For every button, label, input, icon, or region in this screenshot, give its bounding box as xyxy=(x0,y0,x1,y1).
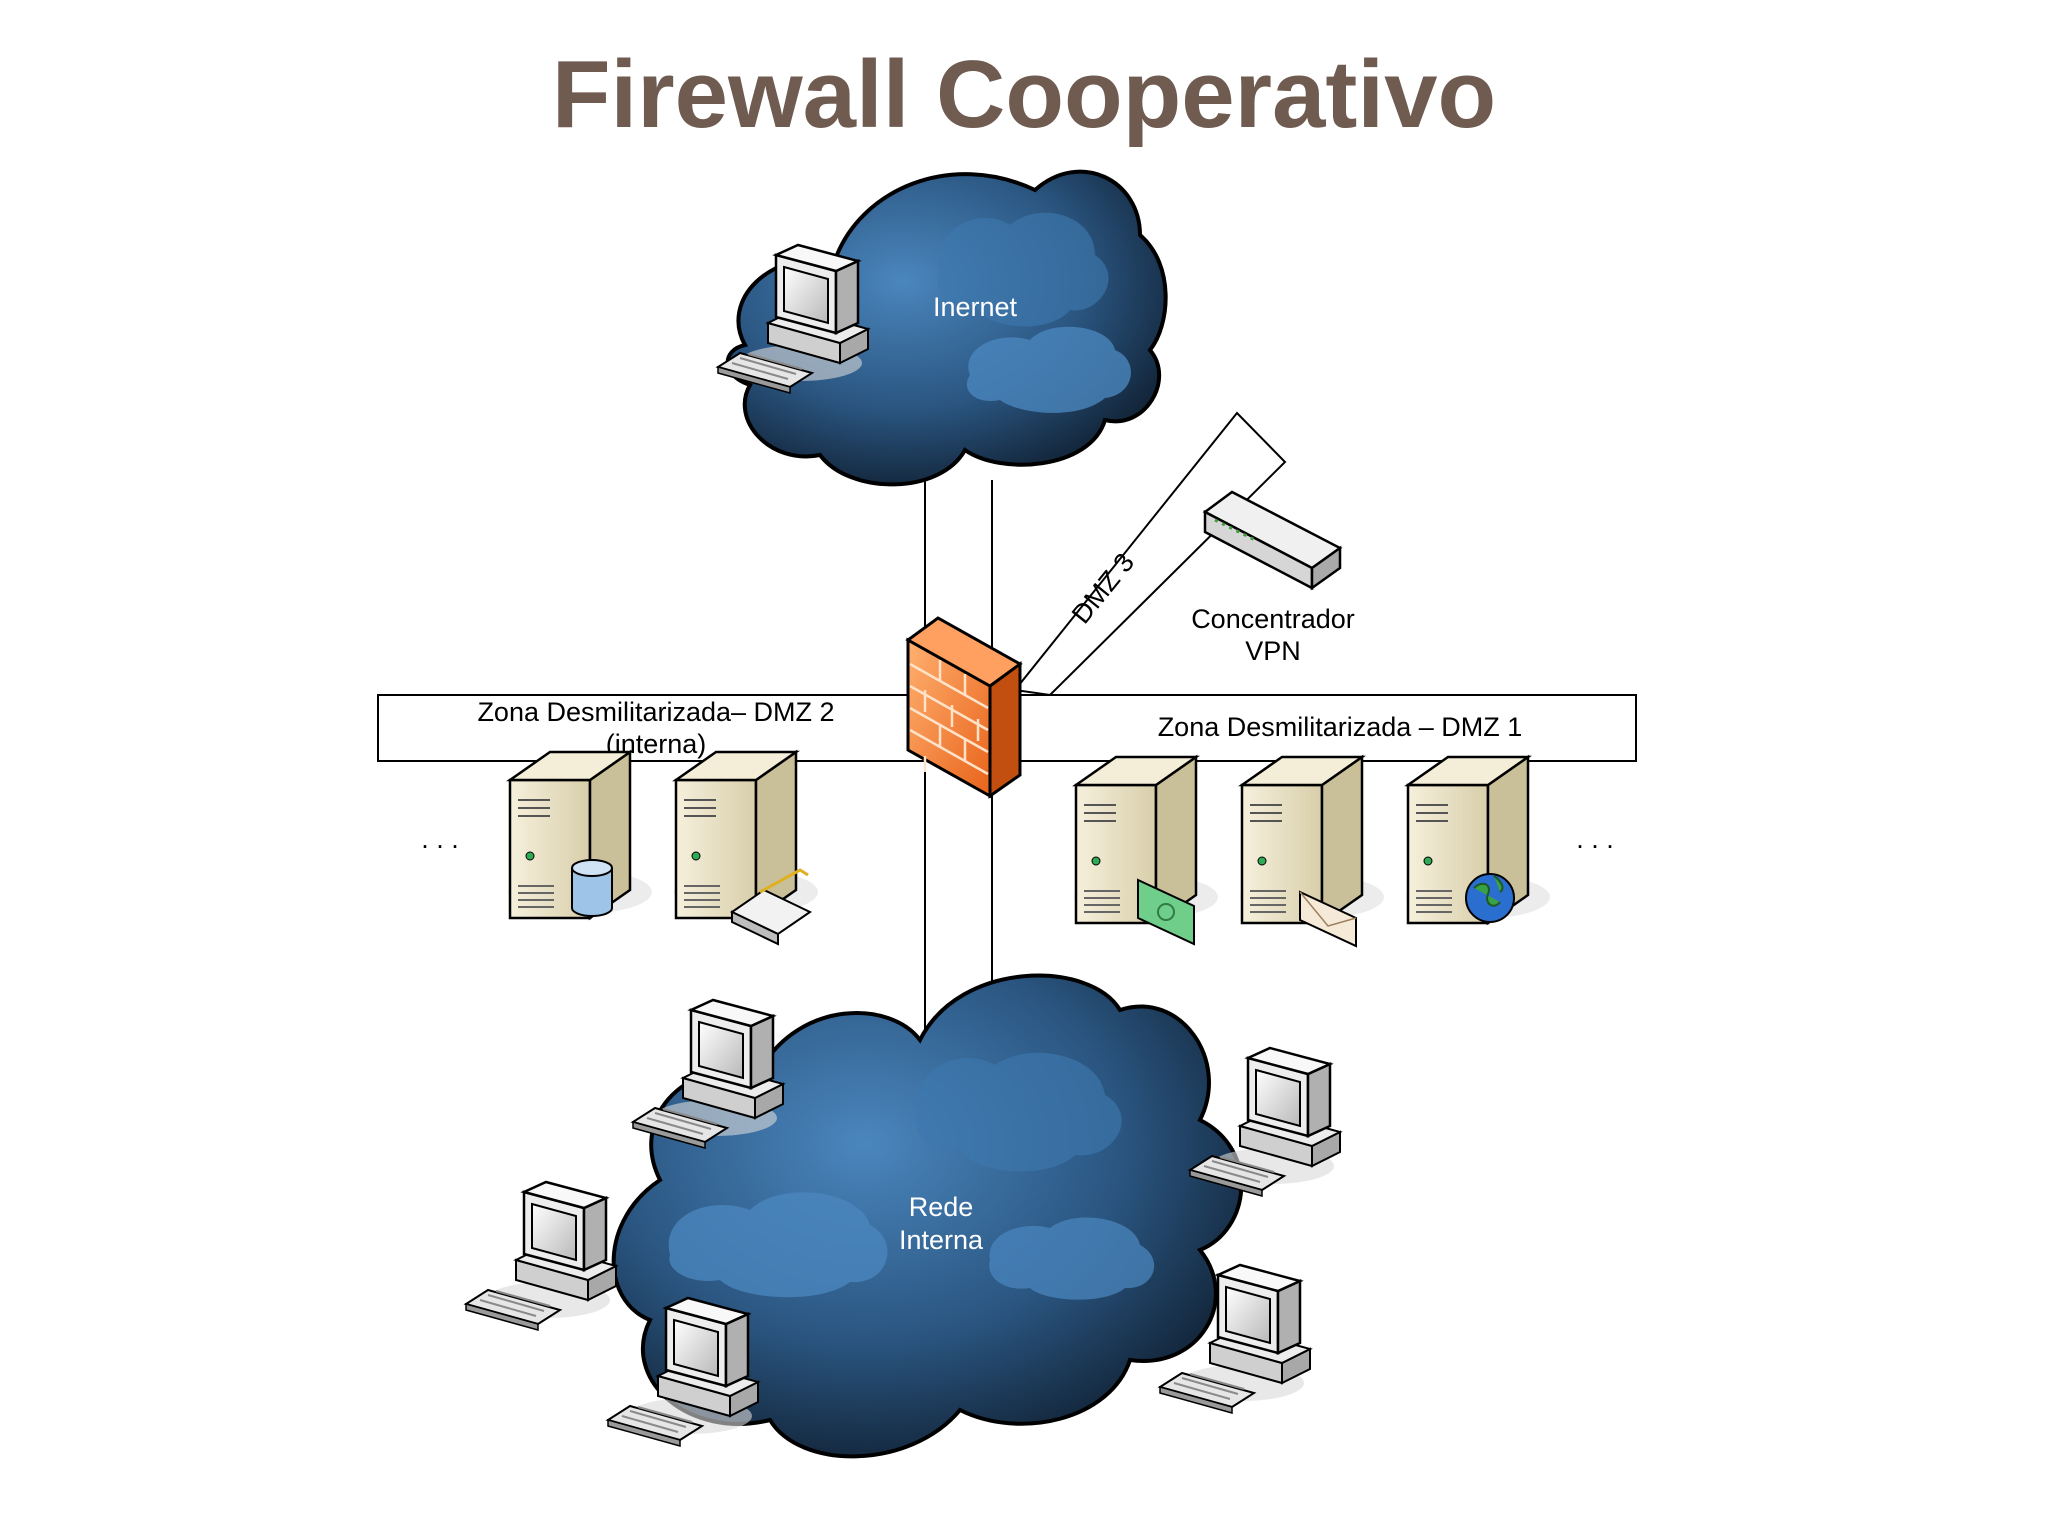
internal-workstation-icon[interactable] xyxy=(1188,1046,1342,1198)
internal-workstation-icon[interactable] xyxy=(606,1296,760,1448)
money-icon xyxy=(1137,878,1195,946)
dmz2-server-printer-icon[interactable] xyxy=(672,750,820,920)
dmz2-ellipsis: . . . xyxy=(421,824,459,854)
firewall-icon[interactable] xyxy=(905,616,1023,799)
vpn-label-line2: VPN xyxy=(1245,636,1301,666)
printer-icon xyxy=(730,868,812,946)
internal-label-line2: Interna xyxy=(899,1225,984,1255)
page-title: Firewall Cooperativo xyxy=(551,41,1497,148)
mail-icon xyxy=(1299,890,1357,948)
internet-cloud-icon xyxy=(725,169,1168,487)
dmz1-ellipsis: . . . xyxy=(1576,824,1614,854)
dmz2-label-line1: Zona Desmilitarizada– DMZ 2 xyxy=(477,697,834,727)
database-icon xyxy=(571,859,613,917)
internal-workstation-icon[interactable] xyxy=(464,1180,618,1332)
internet-label: Inernet xyxy=(933,292,1018,322)
vpn-concentrator-icon[interactable] xyxy=(1202,490,1343,591)
internal-label-line1: Rede xyxy=(909,1192,974,1222)
globe-icon xyxy=(1465,873,1515,923)
internal-workstation-icon[interactable] xyxy=(631,998,785,1150)
dmz1-label: Zona Desmilitarizada – DMZ 1 xyxy=(1158,712,1523,742)
vpn-label-line1: Concentrador xyxy=(1191,604,1355,634)
dmz3-band xyxy=(1013,411,1287,697)
